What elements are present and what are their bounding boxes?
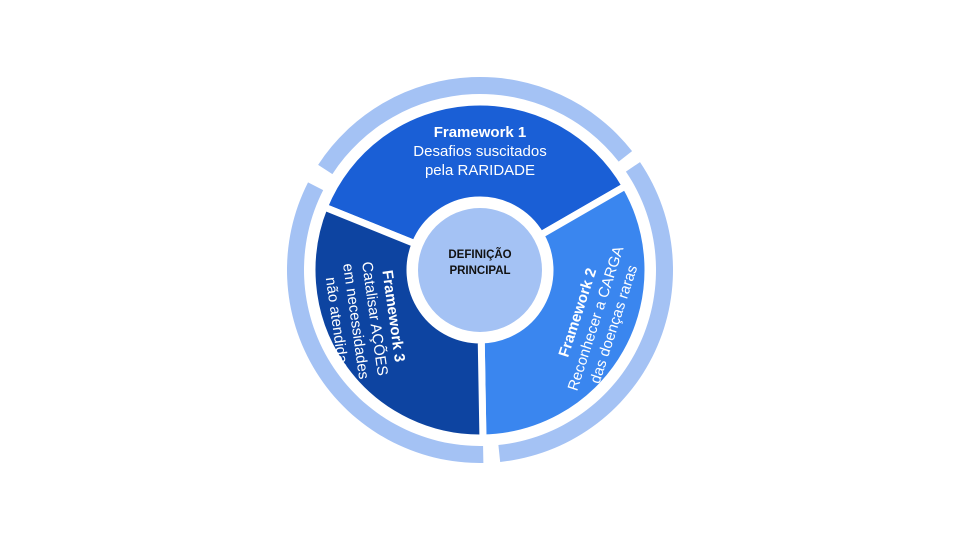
outer-ring-arc-3 xyxy=(286,182,484,464)
center-line-1: DEFINIÇÃO xyxy=(448,249,512,261)
framework-1-line: Desafios suscitados xyxy=(413,143,547,160)
framework-1-line: pela RARIDADE xyxy=(424,162,536,179)
center-circle xyxy=(418,208,542,332)
framework-1-title: Framework 1 xyxy=(433,124,527,141)
framework-1-segment xyxy=(319,98,631,249)
framework-3-segment xyxy=(308,202,487,442)
framework-1-label: Framework 1 Desafios suscitados pela RAR… xyxy=(380,123,580,180)
outer-ring-arc-2 xyxy=(498,162,673,462)
center-label: DEFINIÇÃO PRINCIPAL xyxy=(420,247,540,279)
center-line-2: PRINCIPAL xyxy=(449,265,511,277)
framework-segments xyxy=(308,98,652,442)
outer-ring-arc-1 xyxy=(318,76,633,175)
framework-2-segment xyxy=(477,181,652,442)
outer-ring xyxy=(286,76,673,464)
